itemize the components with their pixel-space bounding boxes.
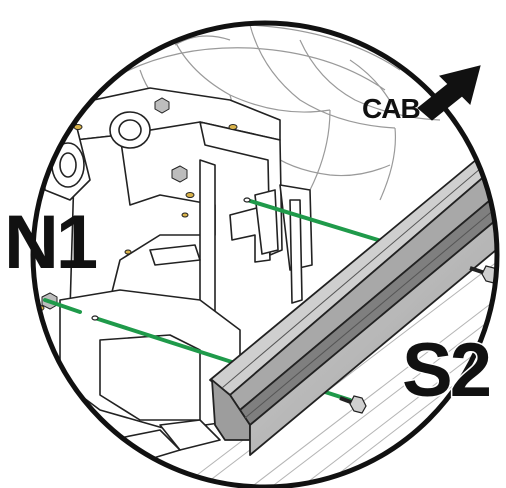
part-label-n1: N1 [4, 200, 97, 285]
direction-label: CAB [362, 93, 420, 124]
guide-line-left [43, 298, 82, 314]
hex-nut-icon [154, 97, 170, 114]
hex-nut-icon [171, 165, 188, 183]
bolt-icon [339, 395, 367, 414]
rail-s2 [209, 139, 497, 456]
part-label-s2: S2 [402, 328, 490, 413]
mount-boss [51, 111, 151, 188]
arrow-up-right-icon [417, 65, 481, 121]
detail-circle-outline [30, 20, 500, 488]
